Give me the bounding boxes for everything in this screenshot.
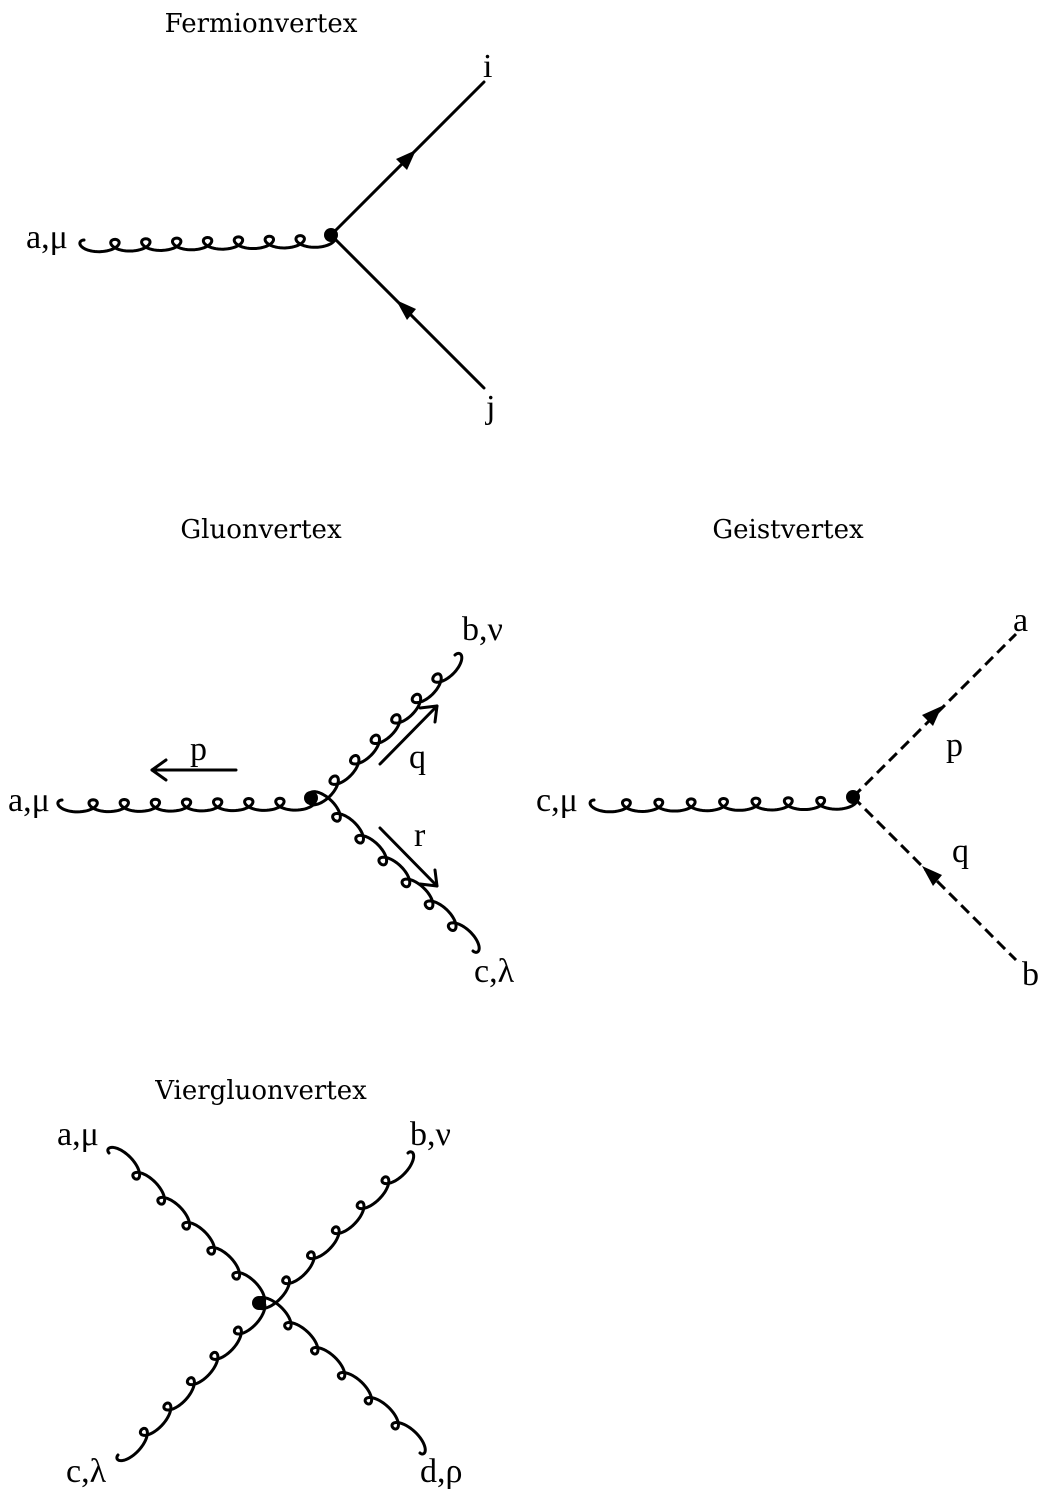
ghost-momentum-label-p: p <box>946 727 963 764</box>
ghost-incoming-line <box>851 795 1018 962</box>
ghost-gluon-label: c,μ <box>536 782 578 819</box>
four-gluon-vertex-dot <box>252 1296 266 1310</box>
gluon-vertex-title: Gluonvertex <box>180 515 342 545</box>
fermion-vertex-dot <box>324 228 338 242</box>
four-gluon-label-d: d,ρ <box>420 1453 462 1490</box>
gluon-vertex-lower-label: c,λ <box>474 953 515 990</box>
ghost-outgoing-arrowhead <box>922 706 942 726</box>
four-gluon-line-c <box>115 1300 267 1463</box>
momentum-arrow-p <box>150 758 238 782</box>
momentum-label-p: p <box>190 731 207 768</box>
fermion-vertex-title: Fermionvertex <box>165 9 358 39</box>
four-gluon-line-b <box>256 1150 416 1311</box>
ghost-gluon-line <box>588 795 859 814</box>
gluon-vertex-left-line <box>56 796 317 814</box>
ghost-vertex-diagram: Geistvertex p q c,μ a b <box>536 515 1039 993</box>
fermion-gluon-line <box>78 233 337 254</box>
momentum-label-q: q <box>409 739 426 776</box>
gluon-vertex-left-label: a,μ <box>8 782 50 819</box>
gluon-vertex-upper-label: b,ν <box>462 611 503 648</box>
gluon-vertex-dot <box>304 791 318 805</box>
four-gluon-line-a <box>106 1145 267 1306</box>
ghost-momentum-label-q: q <box>952 833 969 870</box>
fermion-outgoing-arrowhead <box>396 150 416 170</box>
four-gluon-vertex-diagram: Viergluonvertex a,μ b,ν c,λ d,ρ <box>57 1076 462 1490</box>
gluon-vertex-upper-line <box>307 651 464 807</box>
four-gluon-label-b: b,ν <box>410 1116 451 1153</box>
momentum-label-r: r <box>414 817 426 854</box>
ghost-in-label: b <box>1022 956 1039 993</box>
fermion-vertex-diagram: Fermionvertex a,μ i j <box>26 9 495 426</box>
four-gluon-label-c: c,λ <box>66 1453 107 1490</box>
four-gluon-line-d <box>256 1296 427 1456</box>
ghost-out-label: a <box>1013 602 1028 639</box>
momentum-arrow-q <box>378 704 439 766</box>
gluon-vertex-diagram: Gluonvertex p q r a,μ b,ν c,λ <box>8 515 515 990</box>
ghost-vertex-title: Geistvertex <box>712 515 864 545</box>
ghost-vertex-dot <box>846 790 860 804</box>
four-gluon-vertex-title: Viergluonvertex <box>154 1076 367 1106</box>
ghost-outgoing-line <box>851 632 1018 799</box>
fermion-in-label: j <box>485 389 495 426</box>
fermion-out-label: i <box>483 48 492 85</box>
ghost-incoming-arrowhead <box>922 866 942 886</box>
four-gluon-label-a: a,μ <box>57 1116 99 1153</box>
momentum-arrow-r <box>378 826 439 888</box>
gluon-vertex-lower-line <box>307 790 481 954</box>
fermion-gluon-label: a,μ <box>26 219 68 256</box>
fermion-incoming-arrowhead <box>396 300 416 320</box>
